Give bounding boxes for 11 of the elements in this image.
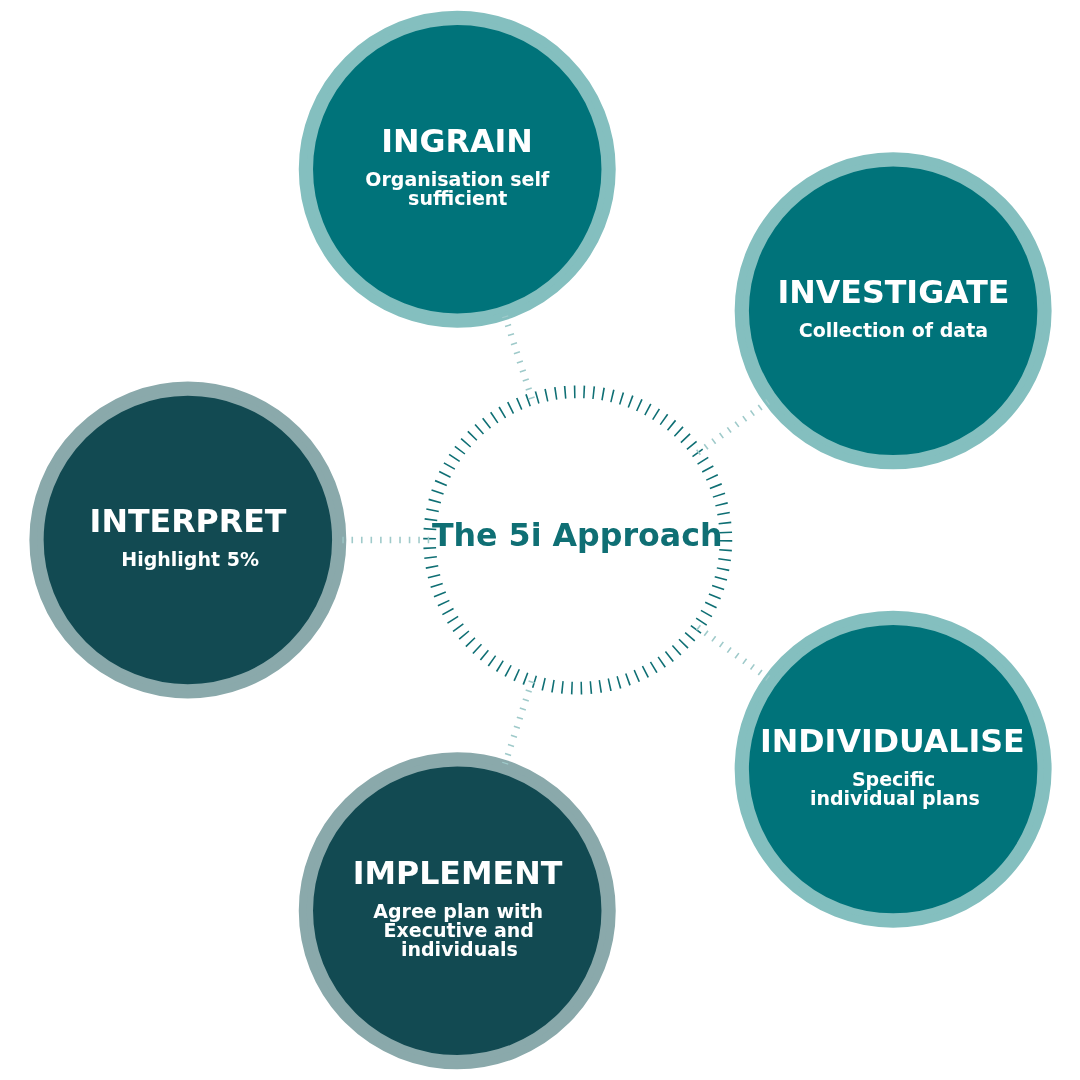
node-circle: IMPLEMENT Agree plan with Executive and individuals <box>298 752 616 1070</box>
node-circle: INTERPRET Highlight 5% <box>28 381 346 699</box>
node-circle: INGRAIN Organisation self sufficient <box>298 10 616 328</box>
connector <box>341 536 429 544</box>
connector <box>501 315 535 400</box>
connector <box>695 624 770 681</box>
node-circle: INDIVIDUALISE Specific individual plans <box>734 610 1052 928</box>
connector <box>501 680 535 765</box>
node-circle: The 5i Approach <box>422 385 732 695</box>
connector <box>695 399 770 456</box>
node-circle: INVESTIGATE Collection of data <box>734 152 1052 470</box>
